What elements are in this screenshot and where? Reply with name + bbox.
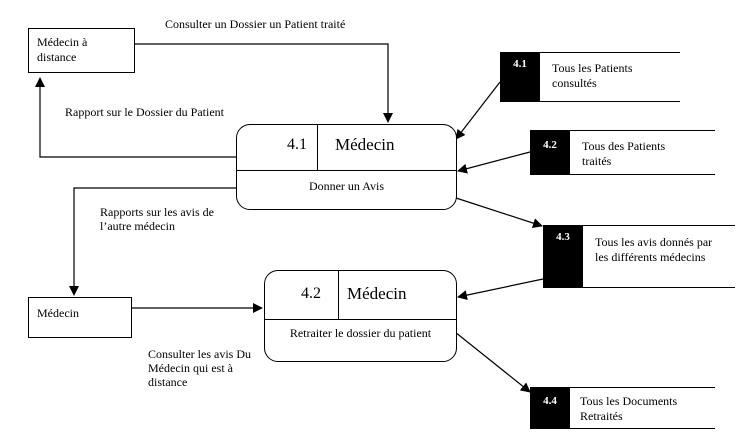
store-4-2: 4.2 Tous des Patients traités [530,130,715,175]
entity-doctor: Médecin [28,297,132,338]
arrow-store-4-3-to-process [457,278,544,301]
store-4-1-bottom-line [540,101,680,102]
process-4-2-name: Médecin [347,284,407,303]
flow-label-report-patient-file: Rapport sur le Dossier du Patient [65,105,224,119]
arrow-report-patient-file [35,77,236,158]
process-4-2-description: Retraiter le dossier du patient [289,326,432,340]
store-4-4-top-line [570,387,715,388]
process-4-1: 4.1 Médecin Donner un Avis [236,124,457,210]
arrow-reports-other-doctor [69,187,236,296]
store-4-3-top-line [583,225,735,226]
arrow-store-4-2-to-process [457,151,531,174]
entity-remote-doctor: Médecin à distance [28,28,135,73]
arrow-consult-treated [135,43,393,123]
process-4-2: 4.2 Médecin Retraiter le dossier du pati… [264,270,457,362]
store-4-4-bottom-line [570,428,715,429]
process-4-1-header [237,125,456,171]
arrow-process-to-store-4-4 [454,331,531,393]
store-4-3-bottom-line [583,287,735,288]
store-4-3-label: Tous les avis donnés par les différents … [595,235,713,264]
store-4-1-top-line [540,52,680,53]
arrow-process-to-store-4-3 [455,197,543,228]
store-4-1-id: 4.1 [500,52,540,102]
store-4-1: 4.1 Tous les Patients consultés [500,52,680,102]
arrow-store-4-1-to-process [455,81,501,140]
store-4-4: 4.4 Tous les Documents Retraités [530,387,715,429]
store-4-3: 4.3 Tous les avis donnés par les différe… [543,225,735,288]
process-4-1-number: 4.1 [287,136,307,153]
store-4-3-id: 4.3 [543,225,583,288]
store-4-4-label: Tous les Documents Retraités [580,394,678,423]
flow-label-consult-remote-opinions: Consulter les avis Du Médecin qui est à … [148,347,251,389]
process-4-1-divider [317,125,318,170]
flow-label-consult-treated: Consulter un Dossier un Patient traité [165,17,346,31]
store-4-2-label: Tous des Patients traités [582,139,666,168]
process-4-1-name: Médecin [335,135,395,154]
entity-remote-doctor-label: Médecin à distance [37,35,88,64]
process-4-2-number: 4.2 [301,285,321,302]
flow-label-reports-other-doctor: Rapports sur les avis de l’autre médecin [100,205,214,233]
store-4-1-label: Tous les Patients consultés [552,61,633,90]
process-4-1-description: Donner un Avis [308,179,385,193]
store-4-2-bottom-line [570,174,715,175]
store-4-2-top-line [570,130,715,131]
process-4-2-divider [338,271,339,319]
store-4-2-id: 4.2 [530,130,570,175]
process-4-2-header [265,271,456,320]
store-4-4-id: 4.4 [530,387,570,429]
entity-doctor-label: Médecin [37,306,79,320]
